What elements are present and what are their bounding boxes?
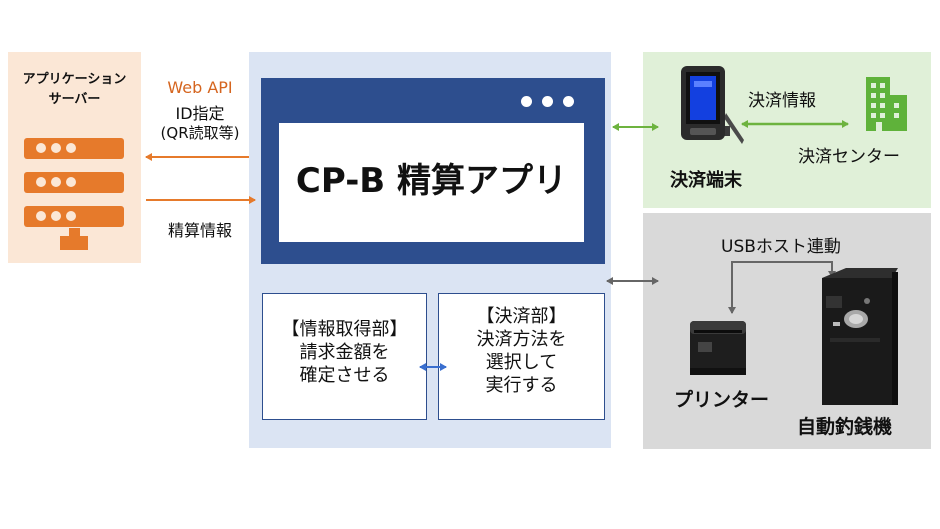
payment-box-heading: 【決済部】 bbox=[476, 306, 567, 327]
window-dot-icon bbox=[521, 96, 532, 107]
payment-box-line: 選択して bbox=[485, 352, 558, 373]
application-server-title: アプリケーション サーバー bbox=[8, 70, 141, 110]
usb-host-label: USBホスト連動 bbox=[721, 237, 841, 257]
payment-unit-box: 【決済部】 決済方法を 選択して 実行する bbox=[438, 293, 605, 420]
id-spec-label: ID指定 bbox=[175, 104, 225, 123]
coin-changer-label: 自動釣銭機 bbox=[797, 416, 893, 438]
server-title-line2: サーバー bbox=[48, 92, 101, 107]
app-title: CP-B 精算アプリ bbox=[295, 161, 568, 201]
qr-reading-label: (QR読取等) bbox=[160, 124, 240, 142]
window-dot-icon bbox=[542, 96, 553, 107]
info-box-line: 確定させる bbox=[299, 365, 390, 386]
server-title-line1: アプリケーション bbox=[22, 72, 127, 87]
settlement-info-label: 精算情報 bbox=[167, 221, 232, 240]
coin-changer-icon bbox=[822, 268, 898, 405]
info-box-heading: 【情報取得部】 bbox=[281, 319, 408, 340]
payment-box-line: 実行する bbox=[485, 375, 558, 396]
server-rack-1 bbox=[24, 138, 124, 159]
payment-box-line: 決済方法を bbox=[476, 329, 567, 350]
server-rack-3 bbox=[24, 206, 124, 227]
info-acquisition-box: 【情報取得部】 請求金額を 確定させる bbox=[262, 293, 427, 420]
app-window-content bbox=[279, 123, 584, 242]
usb-host-arrow bbox=[728, 261, 836, 314]
info-box-line: 請求金額を bbox=[299, 342, 390, 363]
building-icon bbox=[866, 77, 907, 131]
printer-label: プリンター bbox=[674, 389, 770, 411]
web-api-label: Web API bbox=[167, 78, 233, 97]
payment-info-label: 決済情報 bbox=[748, 91, 816, 111]
payment-center-label: 決済センター bbox=[798, 147, 900, 167]
server-rack-2 bbox=[24, 172, 124, 193]
payment-terminal-label: 決済端末 bbox=[670, 170, 742, 191]
window-dot-icon bbox=[563, 96, 574, 107]
printer-icon bbox=[690, 321, 746, 375]
payment-terminal-icon bbox=[681, 66, 744, 144]
